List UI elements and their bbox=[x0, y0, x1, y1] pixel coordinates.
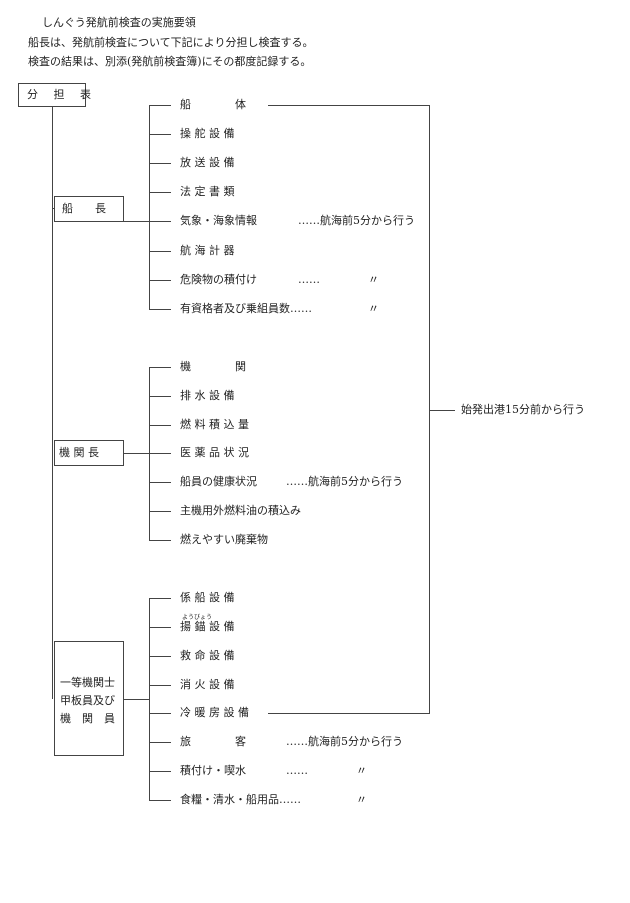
item-label: 燃 料 積 込 量 bbox=[180, 418, 249, 431]
bracket-note-line bbox=[429, 410, 455, 411]
item-tick bbox=[149, 800, 171, 801]
ruby-reading: ようびょう bbox=[182, 614, 213, 621]
item-note: ……航海前5分から行う bbox=[298, 214, 415, 227]
item-tick bbox=[149, 685, 171, 686]
ditto-mark: 〃 bbox=[356, 793, 367, 806]
item-label: 主機用外燃料油の積込み bbox=[180, 504, 301, 517]
group-captain-box: 船 長 bbox=[54, 196, 124, 222]
item-tick bbox=[149, 251, 171, 252]
item-label: 医 薬 品 状 況 bbox=[180, 446, 249, 459]
item-tick bbox=[149, 367, 171, 368]
item-tick bbox=[149, 309, 171, 310]
item-note: ……航海前5分から行う bbox=[286, 735, 403, 748]
item-label: 冷 暖 房 設 備 bbox=[180, 706, 249, 719]
item-tick bbox=[149, 425, 171, 426]
item-tick bbox=[149, 656, 171, 657]
item-tick bbox=[149, 713, 171, 714]
connector bbox=[124, 699, 150, 700]
group-chief-engineer-label: 機 関 長 bbox=[59, 446, 99, 459]
item-label: 法 定 書 類 bbox=[180, 185, 235, 198]
item-label: 操 舵 設 備 bbox=[180, 127, 235, 140]
item-tick bbox=[149, 396, 171, 397]
item-tick bbox=[149, 742, 171, 743]
item-label: 船 体 bbox=[180, 98, 246, 111]
captain-bracket bbox=[149, 105, 150, 310]
document-title: しんぐう発航前検査の実施要領 bbox=[42, 16, 196, 29]
connector bbox=[124, 453, 150, 454]
root-label: 分 担 表 bbox=[27, 88, 97, 101]
bracket-note: 始発出港15分前から行う bbox=[461, 403, 585, 416]
group-crew-label-1: 一等機関士 bbox=[60, 676, 115, 689]
item-label: 機 関 bbox=[180, 360, 246, 373]
item-tick bbox=[149, 221, 171, 222]
item-tick bbox=[149, 482, 171, 483]
item-tick bbox=[149, 192, 171, 193]
item-label: 放 送 設 備 bbox=[180, 156, 235, 169]
item-tick bbox=[149, 771, 171, 772]
item-label: 旅 客 bbox=[180, 735, 246, 748]
bracket-bottom-line bbox=[268, 713, 430, 714]
group-captain-label: 船 長 bbox=[62, 202, 106, 215]
intro-line-1: 船長は、発航前検査について下記により分担し検査する。 bbox=[28, 36, 314, 49]
group-crew-label-2: 甲板員及び bbox=[60, 694, 115, 707]
item-tick bbox=[149, 453, 171, 454]
item-label: 気象・海象情報 bbox=[180, 214, 257, 227]
item-label: 揚 錨 設 備 bbox=[180, 620, 235, 633]
ditto-mark: 〃 bbox=[356, 764, 367, 777]
item-note: …… bbox=[286, 764, 308, 777]
root-box: 分 担 表 bbox=[18, 83, 91, 107]
item-note: ……航海前5分から行う bbox=[286, 475, 403, 488]
item-label: 係 船 設 備 bbox=[180, 591, 235, 604]
bracket-top-line bbox=[268, 105, 430, 106]
item-label: 航 海 計 器 bbox=[180, 244, 235, 257]
connector bbox=[124, 221, 150, 222]
item-label: 消 火 設 備 bbox=[180, 678, 235, 691]
item-label: 船員の健康状況 bbox=[180, 475, 257, 488]
item-label: 積付け・喫水 bbox=[180, 764, 246, 777]
item-note: …… bbox=[298, 273, 320, 286]
item-tick bbox=[149, 280, 171, 281]
item-label: 燃えやすい廃棄物 bbox=[180, 533, 268, 546]
item-tick bbox=[149, 163, 171, 164]
item-tick bbox=[149, 627, 171, 628]
item-tick bbox=[149, 540, 171, 541]
intro-line-2: 検査の結果は、別添(発航前検査簿)にその都度記録する。 bbox=[28, 55, 312, 68]
item-tick bbox=[149, 105, 171, 106]
ditto-mark: 〃 bbox=[368, 273, 379, 286]
group-chief-engineer-box: 機 関 長 bbox=[54, 440, 124, 466]
item-label: 危険物の積付け bbox=[180, 273, 257, 286]
item-label: 救 命 設 備 bbox=[180, 649, 235, 662]
item-tick bbox=[149, 511, 171, 512]
crew-bracket bbox=[149, 598, 150, 800]
item-label: 食糧・清水・船用品…… bbox=[180, 793, 301, 806]
item-label: 有資格者及び乗組員数…… bbox=[180, 302, 312, 315]
item-label: 排 水 設 備 bbox=[180, 389, 235, 402]
trunk-line bbox=[52, 107, 53, 699]
group-crew-label-3: 機 関 員 bbox=[60, 712, 115, 725]
item-tick bbox=[149, 598, 171, 599]
item-tick bbox=[149, 134, 171, 135]
group-crew-box: 一等機関士 甲板員及び 機 関 員 bbox=[54, 641, 124, 756]
connector bbox=[52, 208, 54, 209]
right-bracket bbox=[429, 105, 430, 714]
ditto-mark: 〃 bbox=[368, 302, 379, 315]
